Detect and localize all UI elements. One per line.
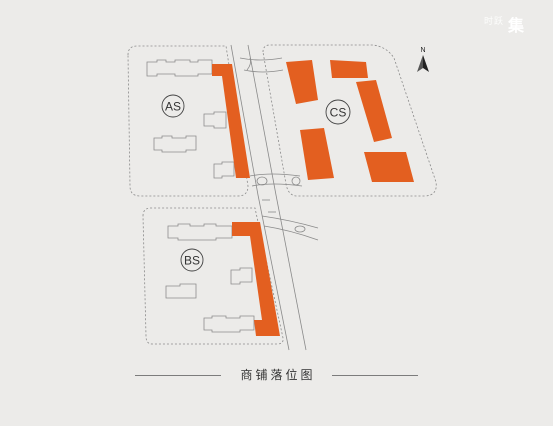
- svg-text:CS: CS: [330, 106, 347, 120]
- map-caption: 商铺落位图: [0, 362, 553, 388]
- cs-shop-block-1: [286, 60, 318, 104]
- bs-plot-boundary: [142, 207, 284, 345]
- cs-shop-block-4: [300, 128, 334, 180]
- as-buildings: [146, 59, 235, 179]
- plot-label-bs: BS: [180, 248, 204, 272]
- brand-logo-mark: 集: [508, 16, 525, 35]
- cs-plot-boundary: [262, 44, 437, 197]
- caption-divider-right: [331, 374, 418, 376]
- cs-shop-block-3: [356, 80, 392, 142]
- cs-shop-block-2: [330, 60, 368, 78]
- plot-label-as: AS: [161, 94, 185, 118]
- svg-text:N: N: [420, 47, 425, 54]
- svg-text:BS: BS: [184, 254, 200, 268]
- as-shop-strip: [212, 64, 250, 178]
- svg-text:AS: AS: [165, 100, 181, 114]
- north-arrow-icon: N: [417, 47, 429, 72]
- plot-label-cs: CS: [325, 99, 351, 125]
- caption-title: 商铺落位图: [240, 368, 316, 382]
- bs-shop-strip: [232, 222, 280, 336]
- caption-divider-left: [135, 374, 222, 376]
- cs-shop-block-5: [364, 152, 414, 182]
- bs-buildings: [165, 223, 255, 333]
- as-plot-boundary: [127, 45, 249, 197]
- brand-logo-small-text: 时跃: [484, 17, 505, 27]
- road-network: [230, 44, 319, 351]
- brand-logo: 时跃 集: [484, 17, 524, 35]
